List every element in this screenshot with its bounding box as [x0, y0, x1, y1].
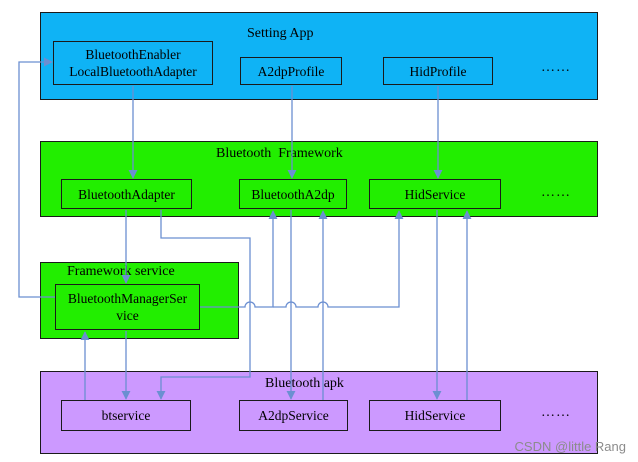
hid-profile-node: HidProfile [383, 57, 493, 85]
setting-app-title: Setting App [247, 26, 314, 41]
btservice-node: btservice [61, 400, 191, 431]
bluetooth-apk-title: Bluetooth apk [265, 376, 344, 391]
bluetooth-enabler-label: BluetoothEnabler [85, 47, 181, 62]
bluetooth-adapter-node: BluetoothAdapter [61, 179, 192, 209]
bluetooth-enabler-node: BluetoothEnabler LocalBluetoothAdapter [53, 41, 213, 85]
bluetooth-manager-service-label-line1: BluetoothManagerSer [67, 291, 188, 306]
apk-hid-service-node: HidService [369, 400, 501, 431]
framework-ellipsis: …… [541, 185, 571, 200]
bluetooth-manager-service-label-line2: vice [116, 308, 139, 323]
a2dp-service-node: A2dpService [239, 400, 348, 431]
bluetooth-apk-ellipsis: …… [541, 405, 571, 420]
a2dp-profile-node: A2dpProfile [240, 57, 342, 85]
setting-app-ellipsis: …… [541, 60, 571, 75]
setting-app-layer [40, 12, 598, 100]
framework-service-title: Framework service [67, 264, 175, 279]
bluetooth-a2dp-node: BluetoothA2dp [239, 179, 347, 209]
bluetooth-manager-service-node: BluetoothManagerSer vice [55, 284, 200, 330]
watermark: CSDN @little Rang [514, 439, 626, 454]
bluetooth-framework-title: Bluetooth Framework [216, 146, 343, 161]
local-bluetooth-adapter-label: LocalBluetoothAdapter [69, 64, 197, 79]
framework-hid-service-node: HidService [369, 179, 501, 209]
bluetooth-apk-layer [40, 371, 598, 454]
edge-manager-to-hidservice [273, 210, 404, 308]
